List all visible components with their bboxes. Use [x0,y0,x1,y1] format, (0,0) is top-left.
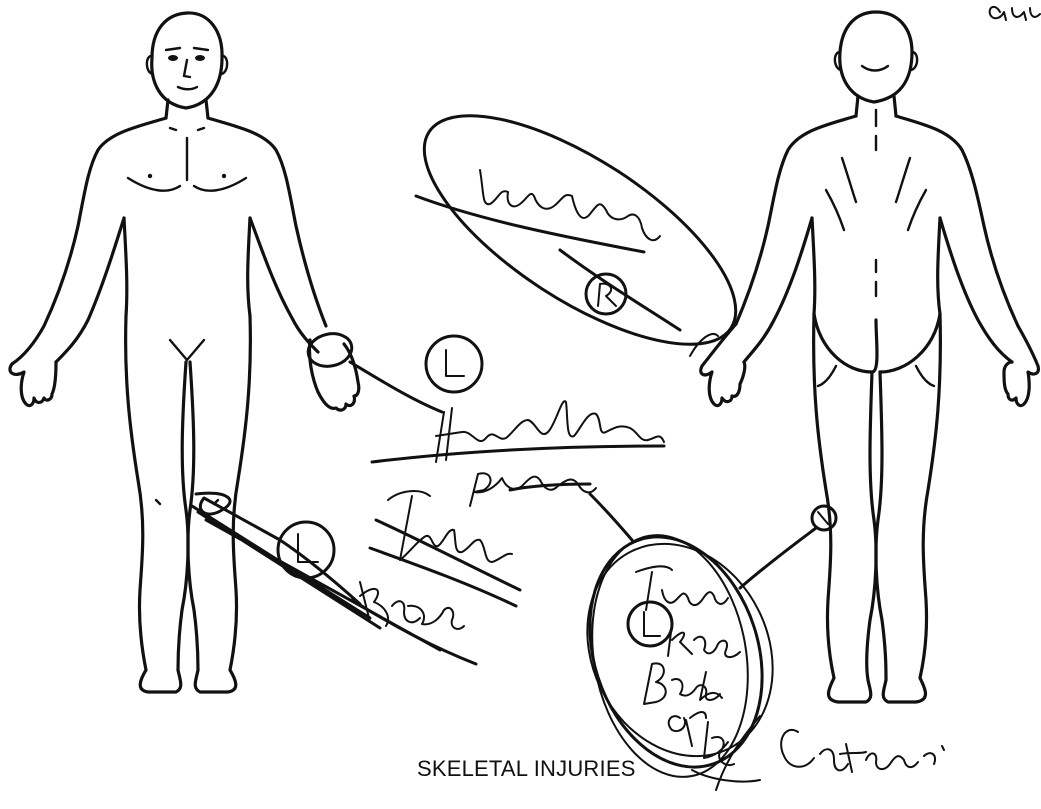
annotation-knee-scribble [192,493,440,650]
front-body-figure [10,13,359,692]
annotation-pens [470,473,596,506]
front-arm-right [250,218,318,352]
front-hand-left [10,362,56,406]
back-hand-right [1004,326,1038,406]
front-torso-outline [12,118,166,364]
annotation-ellipse-knee [562,514,791,789]
annotation-knee-word [360,582,464,629]
annotation-circle-L-knee2 [628,602,672,646]
front-leg-right [195,316,250,692]
annotation-ellipse-upper [391,73,769,386]
annotation-circle-L-knee [278,522,334,578]
front-face [166,48,208,89]
annotation-circle-R [586,274,626,314]
annotation-twisted-lower [388,491,512,562]
front-leg-left [126,316,181,692]
annotation-corner-text [990,7,1040,20]
section-title: SKELETAL INJURIES [417,756,636,782]
back-arm-left [744,218,812,362]
handwritten-ink [192,7,1040,790]
back-buttocks [814,314,940,372]
back-torso-outline [736,116,856,324]
back-arm-right [940,218,1012,362]
back-head-outline [840,12,912,102]
annotation-circle-L-hand [426,336,482,392]
front-arm-left [56,218,124,362]
annotation-contusion [781,730,944,772]
